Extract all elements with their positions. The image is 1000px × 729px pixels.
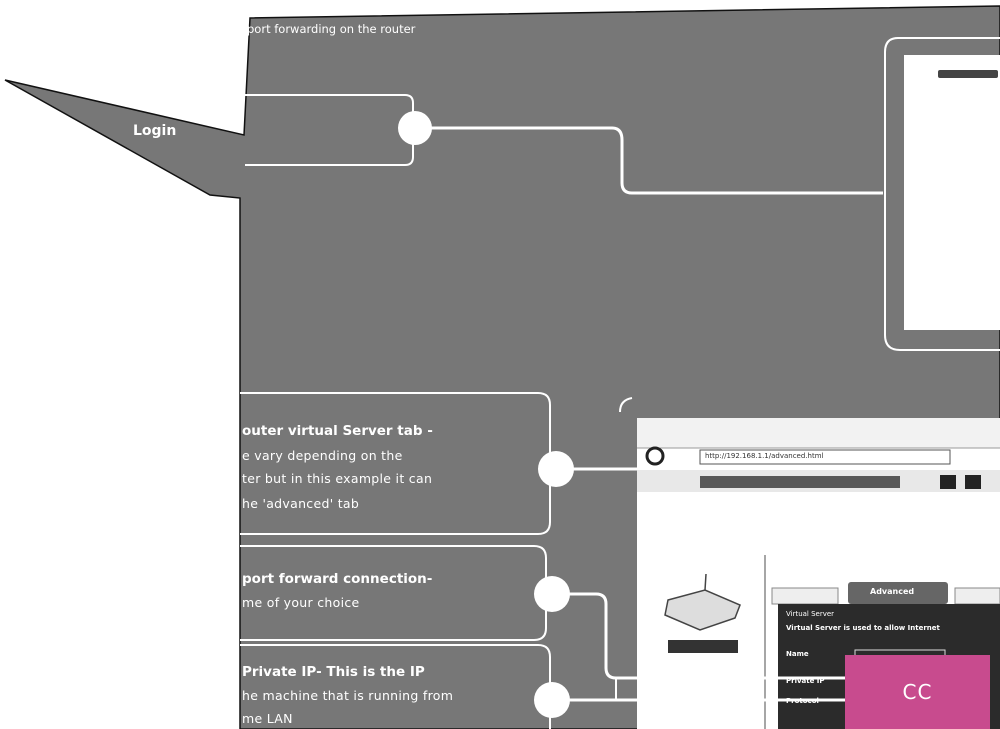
login-label: Login xyxy=(133,123,176,139)
closed-captions-button[interactable]: CC xyxy=(845,655,990,729)
browser-back-icon xyxy=(647,448,663,464)
step-port-forward-dot xyxy=(534,576,570,612)
settings-field-label: Protocol xyxy=(786,697,819,705)
login-screenshot-badge xyxy=(938,70,998,78)
screenshot-address-text: http://192.168.1.1/advanced.html xyxy=(705,452,823,460)
step-router-tab-line: ter but in this example it can xyxy=(242,469,432,489)
tab-plain xyxy=(772,588,838,604)
login-screenshot xyxy=(904,55,1000,330)
screenshot-titlebar xyxy=(637,418,1000,448)
step-private-ip-title: Private IP- This is the IP xyxy=(242,664,425,680)
step-private-ip-line: me LAN xyxy=(242,709,293,729)
settings-field-label: Name xyxy=(786,650,809,658)
router-device-label xyxy=(668,640,738,653)
step-router-tab-title: outer virtual Server tab - xyxy=(242,423,433,439)
settings-field-label: Private IP xyxy=(786,677,825,685)
step-private-ip-line: he machine that is running from xyxy=(242,686,453,706)
step-port-forward-line: me of your choice xyxy=(242,593,360,613)
top-caption: port forwarding on the router xyxy=(247,22,415,36)
login-node-dot xyxy=(398,111,432,145)
cc-label: CC xyxy=(903,680,933,704)
step-router-tab-dot xyxy=(538,451,574,487)
step-port-forward-title: port forward connection- xyxy=(242,571,432,587)
tab-extra xyxy=(955,588,1000,604)
tab-advanced-label: Advanced xyxy=(870,587,914,596)
step-router-tab-line: e vary depending on the xyxy=(242,446,403,466)
settings-section-desc: Virtual Server is used to allow Internet xyxy=(786,624,940,632)
settings-section-title: Virtual Server xyxy=(786,610,834,618)
step-private-ip-dot xyxy=(534,682,570,718)
step-router-tab-line: he 'advanced' tab xyxy=(242,494,359,514)
